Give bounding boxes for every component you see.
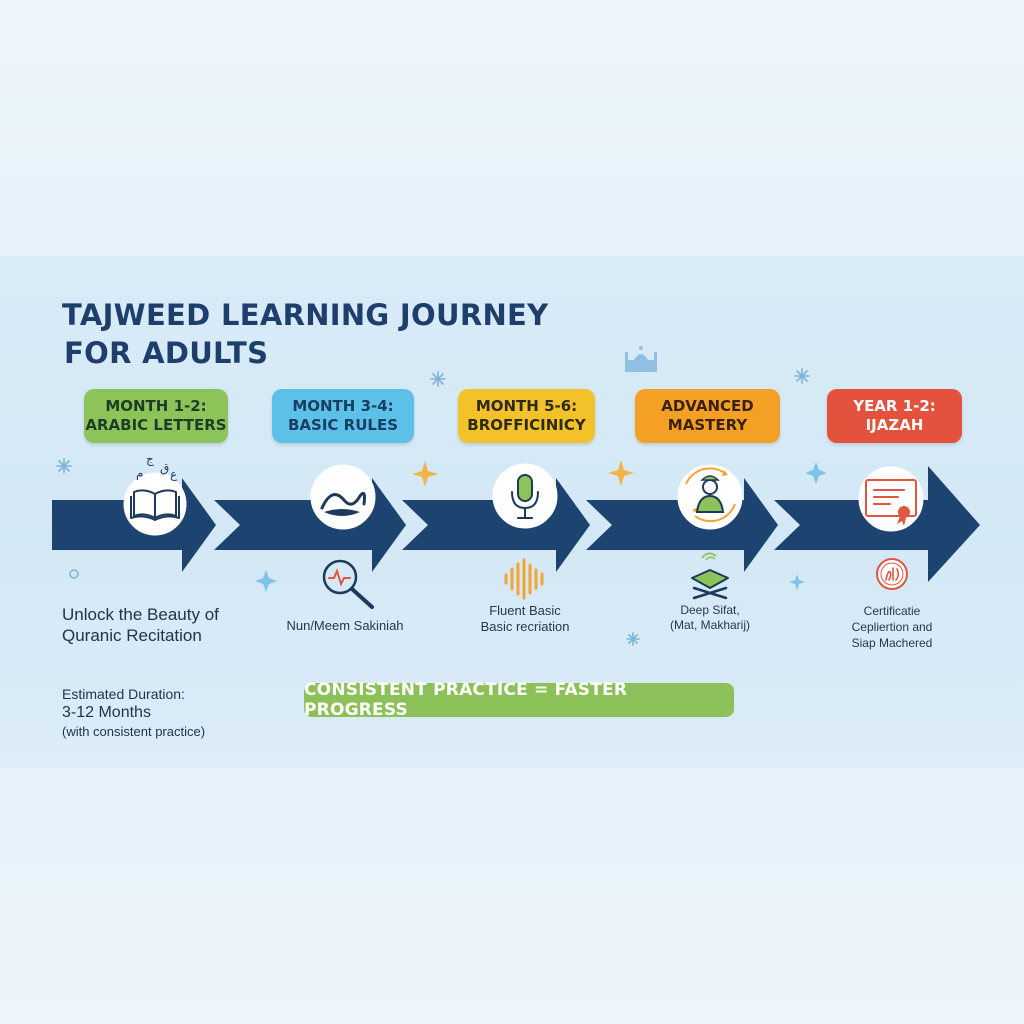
duration-note: (with consistent practice) xyxy=(62,724,206,739)
bottom-background xyxy=(0,768,1024,1024)
svg-text:ع: ع xyxy=(170,467,178,481)
sparkle-icon xyxy=(56,368,810,646)
title-line-2: FOR ADULTS xyxy=(64,336,269,370)
stage-1-badge: MONTH 1-2: ARABIC LETTERS xyxy=(84,389,228,443)
tagline-banner: CONSISTENT PRACTICE = FASTER PROGRESS xyxy=(304,680,734,720)
teacher-cycle-icon xyxy=(685,467,736,523)
stage-5-caption-line-2: Cepliertion and xyxy=(851,620,933,634)
certificate-icon xyxy=(865,479,917,526)
intro-line-1: Unlock the Beauty of xyxy=(62,605,219,624)
stage-2-label-line-2: BASIC RULES xyxy=(288,416,398,434)
intro-line-2: Quranic Recitation xyxy=(62,626,202,645)
stage-3-label-line-2: BROFFICINICY xyxy=(467,416,586,434)
sparkle-icons xyxy=(56,368,827,646)
stage-3-badge: MONTH 5-6: BROFFICINICY xyxy=(458,389,595,443)
stage-4-caption-line-2: (Mat, Makharij) xyxy=(669,618,750,632)
stage-4-label-line-2: MASTERY xyxy=(667,416,748,434)
open-book-icon xyxy=(130,489,180,521)
svg-text:ج: ج xyxy=(146,452,154,466)
duration-label: Estimated Duration: xyxy=(62,686,185,702)
stage-2-caption: Nun/Meem Sakiniah xyxy=(270,618,420,634)
stage-5-label-line-1: YEAR 1-2: xyxy=(853,397,936,415)
title-line-1: TAJWEED LEARNING JOURNEY xyxy=(62,298,549,332)
stage-3-caption-line-2: Basic recriation xyxy=(480,619,570,634)
stage-4-badge: ADVANCED MASTERY xyxy=(635,389,780,443)
page-title: TAJWEED LEARNING JOURNEY FOR ADULTS xyxy=(62,296,548,372)
stage-5-badge: YEAR 1-2: IJAZAH xyxy=(827,389,962,443)
svg-text:م: م xyxy=(136,466,143,480)
stage-2-caption-line-1: Nun/Meem Sakiniah xyxy=(286,618,404,633)
calligraphy-seal-icon xyxy=(876,558,908,590)
svg-text:ق: ق xyxy=(160,461,169,475)
stage-4-caption-line-1: Deep Sifat, xyxy=(680,603,740,617)
stage-2-label-line-1: MONTH 3-4: xyxy=(292,397,394,415)
stage-5-caption-line-1: Certificatie xyxy=(863,604,921,618)
top-background xyxy=(0,0,1024,256)
microphone-icon xyxy=(511,474,539,519)
duration-value: 3-12 Months xyxy=(62,704,151,721)
sound-wave-icon xyxy=(504,558,544,600)
magnifier-wave-icon xyxy=(322,559,374,609)
stage-1-label-line-1: MONTH 1-2: xyxy=(105,397,207,415)
stage-5-caption-line-3: Siap Machered xyxy=(851,636,933,650)
stage-3-label-line-1: MONTH 5-6: xyxy=(475,397,578,415)
star-icon xyxy=(255,462,827,592)
stage-3-caption-line-1: Fluent Basic xyxy=(489,603,561,618)
quran-stand-icon xyxy=(691,552,729,600)
stage-5-caption: Certificatie Cepliertion and Siap Macher… xyxy=(822,603,962,651)
stage-4-caption: Deep Sifat, (Mat, Makharij) xyxy=(640,603,780,633)
stage-5-label-line-2: IJAZAH xyxy=(865,416,924,434)
journey-banner: TAJWEED LEARNING JOURNEY FOR ADULTS xyxy=(0,256,1024,768)
duration-info: Estimated Duration: 3-12 Months (with co… xyxy=(62,686,205,740)
arrow-segment-2 xyxy=(214,478,406,572)
mosque-icon xyxy=(625,346,657,372)
wave-symbol-icon xyxy=(320,491,366,516)
stage-1-label-line-2: ARABIC LETTERS xyxy=(85,416,227,434)
small-circle-icon xyxy=(69,569,79,579)
tagline-text: CONSISTENT PRACTICE = FASTER PROGRESS xyxy=(304,680,628,720)
stage-4-label-line-1: ADVANCED xyxy=(661,397,754,415)
gold-star-icon xyxy=(412,460,634,487)
intro-text: Unlock the Beauty of Quranic Recitation xyxy=(62,604,219,646)
stage-2-badge: MONTH 3-4: BASIC RULES xyxy=(272,389,414,443)
stage-3-caption: Fluent Basic Basic recriation xyxy=(455,603,595,635)
